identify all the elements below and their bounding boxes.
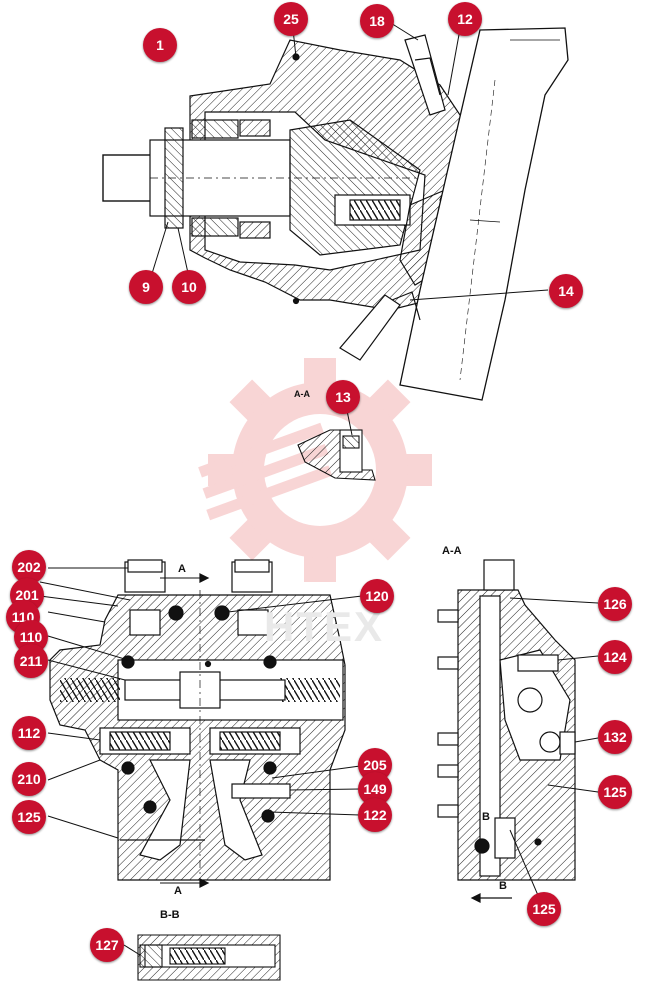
section-label-a-bottom: A (174, 885, 182, 897)
callout-127[interactable]: 127 (90, 928, 124, 962)
callout-14[interactable]: 14 (549, 274, 583, 308)
watermark-gear-icon (198, 358, 432, 582)
callout-210[interactable]: 210 (12, 762, 46, 796)
callout-122[interactable]: 122 (358, 798, 392, 832)
callout-112[interactable]: 112 (12, 716, 46, 750)
callout-25[interactable]: 25 (274, 2, 308, 36)
right-aa-section (437, 559, 576, 903)
callout-13[interactable]: 13 (326, 380, 360, 414)
section-label-a-top: A (178, 563, 186, 575)
top-pump-section (102, 27, 569, 401)
callout-132[interactable]: 132 (598, 720, 632, 754)
section-label-bb: B-B (160, 909, 180, 921)
detail-bb-section (137, 934, 281, 981)
section-label-b-top: B (482, 811, 490, 823)
detail-aa-section (297, 429, 376, 481)
callout-10[interactable]: 10 (172, 270, 206, 304)
callout-126[interactable]: 126 (598, 587, 632, 621)
watermark-text: HTEX (264, 603, 385, 650)
callout-18[interactable]: 18 (360, 4, 394, 38)
callout-1[interactable]: 1 (143, 28, 177, 62)
section-label-b-bottom: B (499, 880, 507, 892)
callout-124[interactable]: 124 (598, 640, 632, 674)
callout-9[interactable]: 9 (129, 270, 163, 304)
callout-211[interactable]: 211 (14, 644, 48, 678)
callout-125-left[interactable]: 125 (12, 800, 46, 834)
section-label-aa-right: A-A (442, 545, 462, 557)
callout-125-right[interactable]: 125 (598, 775, 632, 809)
callout-125-bottom[interactable]: 125 (527, 892, 561, 926)
valve-block-section (49, 559, 346, 888)
leader-lines (39, 17, 599, 956)
section-label-aa-top: A-A (294, 389, 310, 399)
callout-120[interactable]: 120 (360, 579, 394, 613)
callout-12[interactable]: 12 (448, 2, 482, 36)
